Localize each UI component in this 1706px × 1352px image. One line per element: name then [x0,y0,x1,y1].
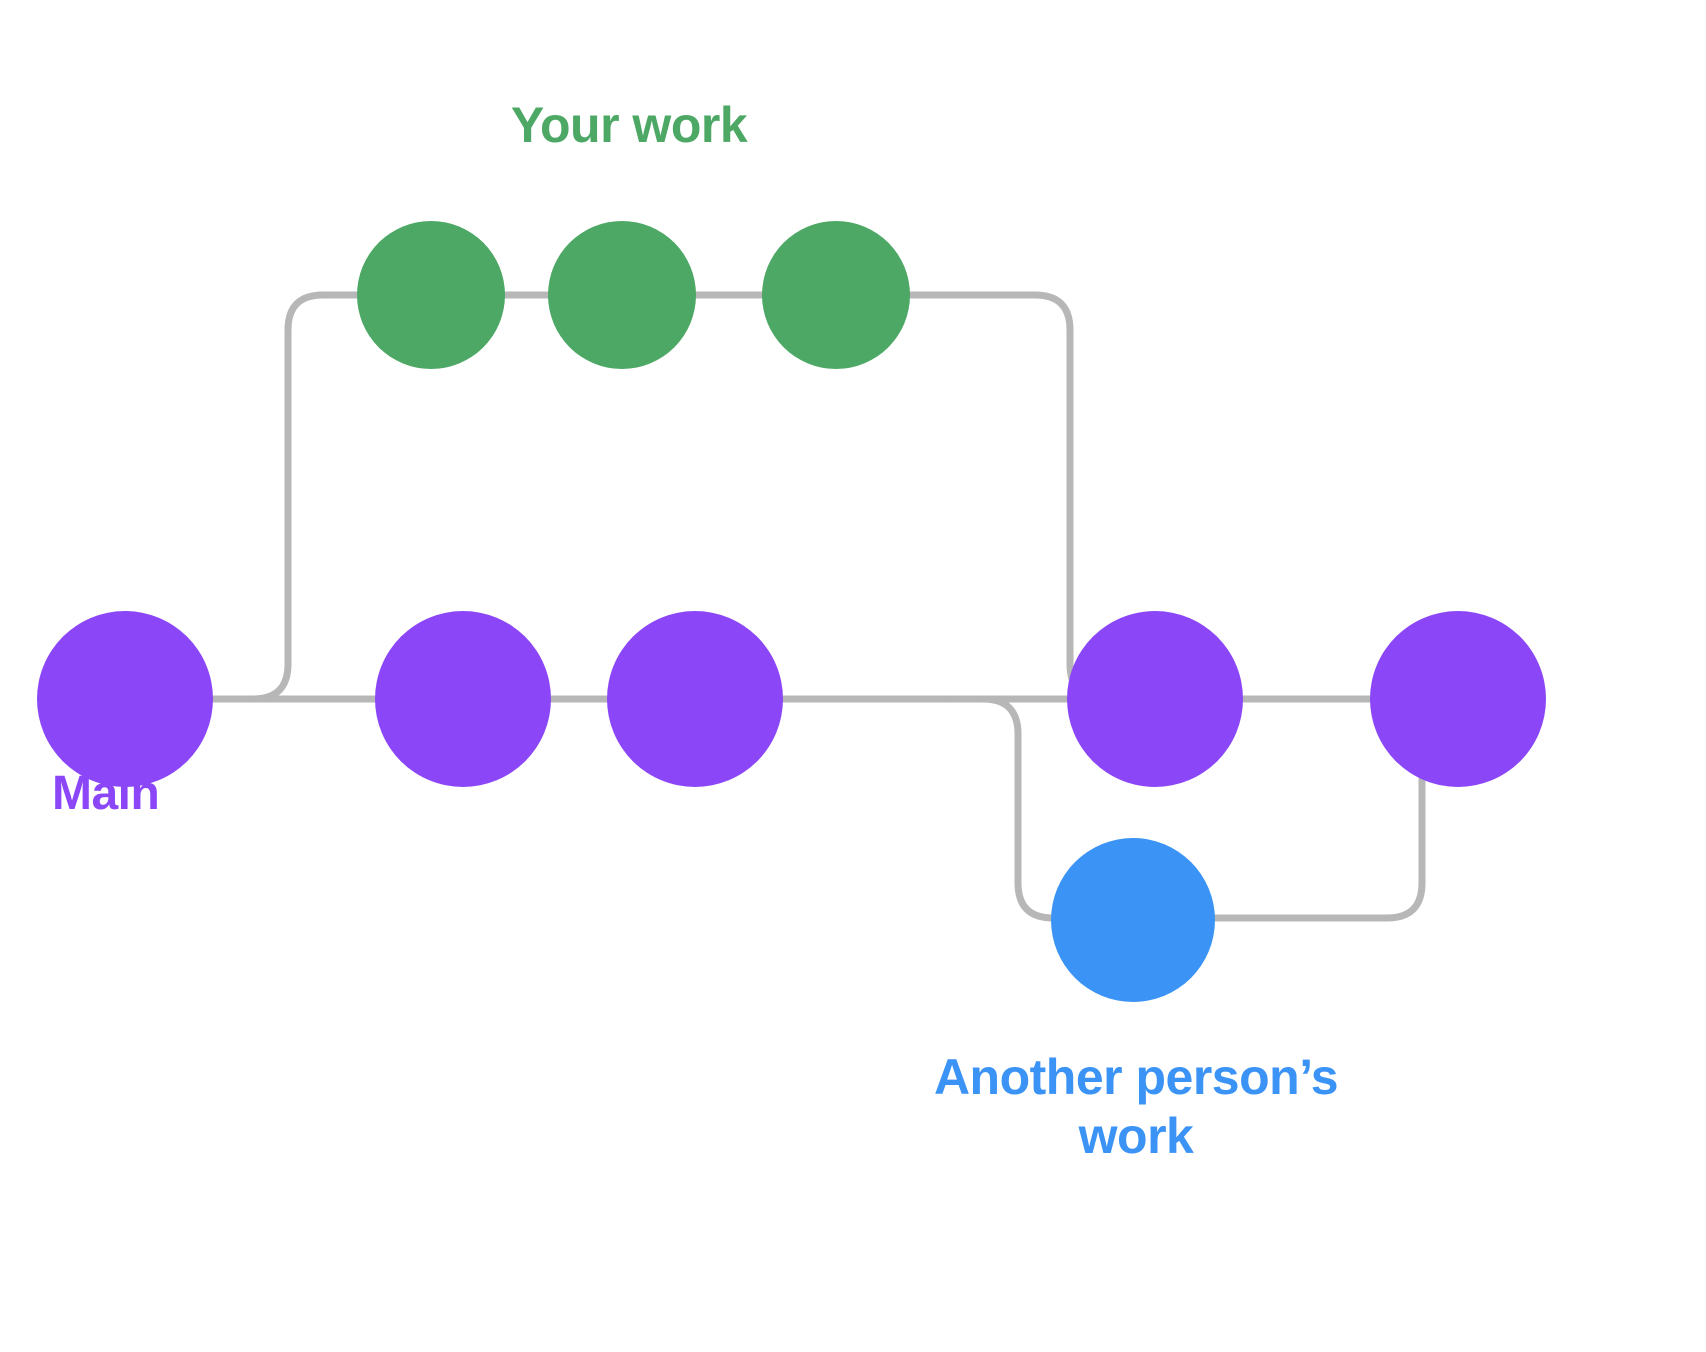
commit-node-main-4[interactable] [1067,611,1243,787]
branch-label-your-work: Your work [510,97,748,153]
commit-node-yours-2[interactable] [548,221,696,369]
branch-label-another-person-work: Another person’s work [933,1049,1339,1164]
branch-label-main: Main [52,767,160,820]
commit-node-yours-3[interactable] [762,221,910,369]
commit-node-yours-1[interactable] [357,221,505,369]
connector-branch-out-blue [944,695,1089,922]
commit-node-main-2[interactable] [375,611,551,787]
connector-layer [209,291,1466,922]
commit-node-main-1[interactable] [37,611,213,787]
connector-branch-out-green [249,291,361,703]
commit-node-layer [37,221,1546,1002]
commit-node-main-5[interactable] [1370,611,1546,787]
commit-node-main-3[interactable] [607,611,783,787]
commit-node-theirs-1[interactable] [1051,838,1215,1002]
